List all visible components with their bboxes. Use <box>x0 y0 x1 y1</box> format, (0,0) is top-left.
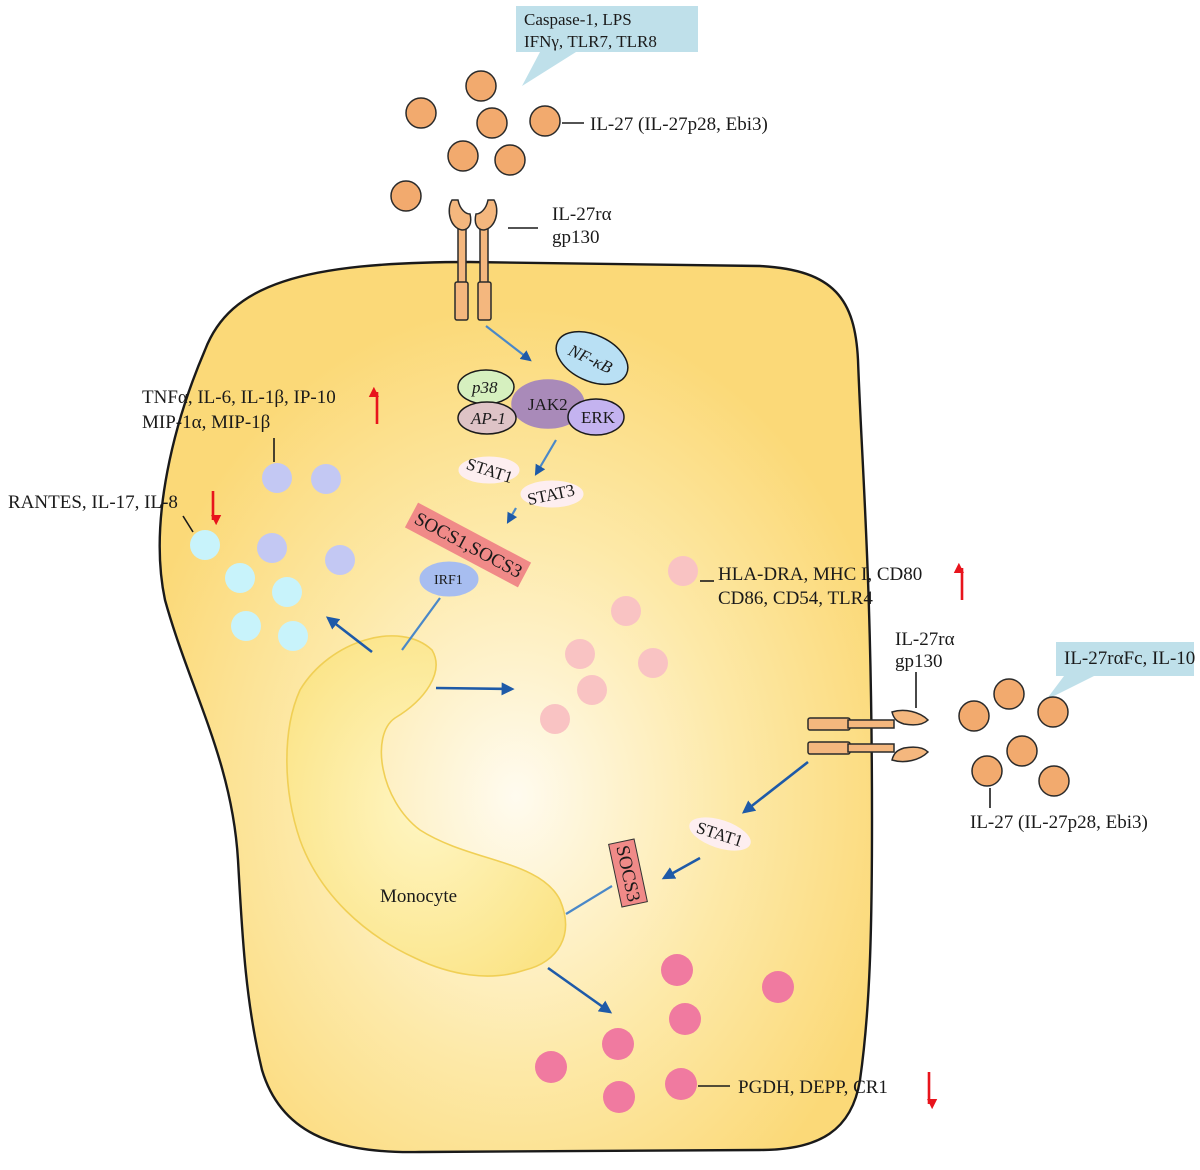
callout-top-line2: IFNγ, TLR7, TLR8 <box>524 32 657 51</box>
nfkb-node <box>555 330 629 386</box>
cytokine-dot <box>325 545 355 575</box>
cytokines-up-line2: MIP-1α, MIP-1β <box>142 412 270 433</box>
cytokine-dot <box>311 464 341 494</box>
genes-down-label: PGDH, DEPP, CR1 <box>738 1077 888 1098</box>
il27-ball <box>971 755 1003 787</box>
il27-ball <box>529 105 561 137</box>
il27-ball <box>1006 735 1038 767</box>
surface-dot <box>611 596 641 626</box>
signaling-cluster: NF-κB p38 JAK2 AP-1 ERK STAT1 STAT3 SOCS… <box>404 330 629 597</box>
gene-dot <box>603 1081 635 1113</box>
cytokines-down-label: RANTES, IL-17, IL-8 <box>8 492 178 513</box>
cytokines-up-cluster <box>257 463 355 575</box>
surface-dot <box>540 704 570 734</box>
jak2-label: JAK2 <box>528 395 568 414</box>
surface-dot <box>577 675 607 705</box>
cytokine-down-dot <box>278 621 308 651</box>
cytokine-down-dot <box>190 530 220 560</box>
erk-node <box>567 398 625 436</box>
receptor-top <box>448 199 498 321</box>
surface-dot <box>638 648 668 678</box>
arrow-irf1-to-nucleus <box>401 597 441 651</box>
ap1-node <box>457 401 517 435</box>
receptor-top-line2: gp130 <box>552 227 600 248</box>
gene-dot <box>762 971 794 1003</box>
il27-ball <box>494 144 526 176</box>
right-callout: IL-27rαFc, IL-10 <box>1046 642 1195 700</box>
gene-dot <box>661 954 693 986</box>
arrow-socs3-to-nucleus <box>565 885 613 915</box>
top-callout: Caspase-1, LPS IFNγ, TLR7, TLR8 <box>516 6 698 86</box>
arrow-receptor-to-jak <box>485 325 532 362</box>
nucleus <box>286 635 567 977</box>
genes-down-cluster <box>535 954 794 1113</box>
arrow-stat1-to-socs3 <box>661 856 701 880</box>
receptor-right <box>807 709 930 763</box>
stat1-node <box>458 456 520 484</box>
arrow-receptor-right-to-stat1 <box>741 760 809 814</box>
gene-dot <box>669 1003 701 1035</box>
il27-ball <box>993 678 1025 710</box>
il27-ball <box>465 70 497 102</box>
cytokine-down-dot <box>272 577 302 607</box>
receptor-right-line2: gp130 <box>895 651 943 672</box>
receptor-right-line1: IL-27rα <box>895 629 955 650</box>
cytokines-up-line1: TNFα, IL-6, IL-1β, IP-10 <box>142 387 336 408</box>
surface-dot <box>565 639 595 669</box>
il27-ball <box>447 140 479 172</box>
il27-ball <box>958 700 990 732</box>
callout-right-text: IL-27rαFc, IL-10 <box>1064 648 1195 669</box>
il27-ball <box>1038 765 1070 797</box>
erk-label: ERK <box>581 408 616 427</box>
stat1-right-node <box>689 817 751 851</box>
surface-markers-cluster <box>540 556 698 734</box>
ap1-label: AP-1 <box>470 409 506 428</box>
cytokine-dot <box>262 463 292 493</box>
receptor-top-line1: IL-27rα <box>552 204 612 225</box>
il27-right-cluster <box>958 678 1070 797</box>
surface-up-line2: CD86, CD54, TLR4 <box>718 588 873 609</box>
p38-label: p38 <box>471 378 498 397</box>
gene-dot <box>665 1068 697 1100</box>
stat3-node <box>520 480 584 508</box>
cytokines-down-cluster <box>190 530 308 651</box>
il27-top-cluster <box>390 70 561 212</box>
il27-right-label: IL-27 (IL-27p28, Ebi3) <box>970 812 1148 833</box>
callout-top-line1: Caspase-1, LPS <box>524 10 632 29</box>
irf1-label: IRF1 <box>434 573 463 588</box>
gene-dot <box>535 1051 567 1083</box>
arrow-stat-to-socs <box>506 507 518 524</box>
arrow-nucleus-to-surface <box>435 682 515 696</box>
arrow-jak-to-stat <box>534 439 557 476</box>
cytokine-dot <box>257 533 287 563</box>
cytokine-down-dot <box>225 563 255 593</box>
cytokine-down-dot <box>231 611 261 641</box>
arrow-nucleus-to-cytokines <box>325 616 373 654</box>
il27-ball <box>1037 696 1069 728</box>
irf1-node <box>419 561 479 597</box>
il27-ball <box>476 107 508 139</box>
surface-dot <box>668 556 698 586</box>
nucleus-label: Monocyte <box>380 886 457 907</box>
gene-dot <box>602 1028 634 1060</box>
il27-ball <box>405 97 437 129</box>
arrow-nucleus-to-genes <box>547 966 613 1014</box>
surface-up-line1: HLA-DRA, MHC I, CD80 <box>718 564 922 585</box>
il27-ball <box>390 180 422 212</box>
il27-top-label: IL-27 (IL-27p28, Ebi3) <box>590 114 768 135</box>
